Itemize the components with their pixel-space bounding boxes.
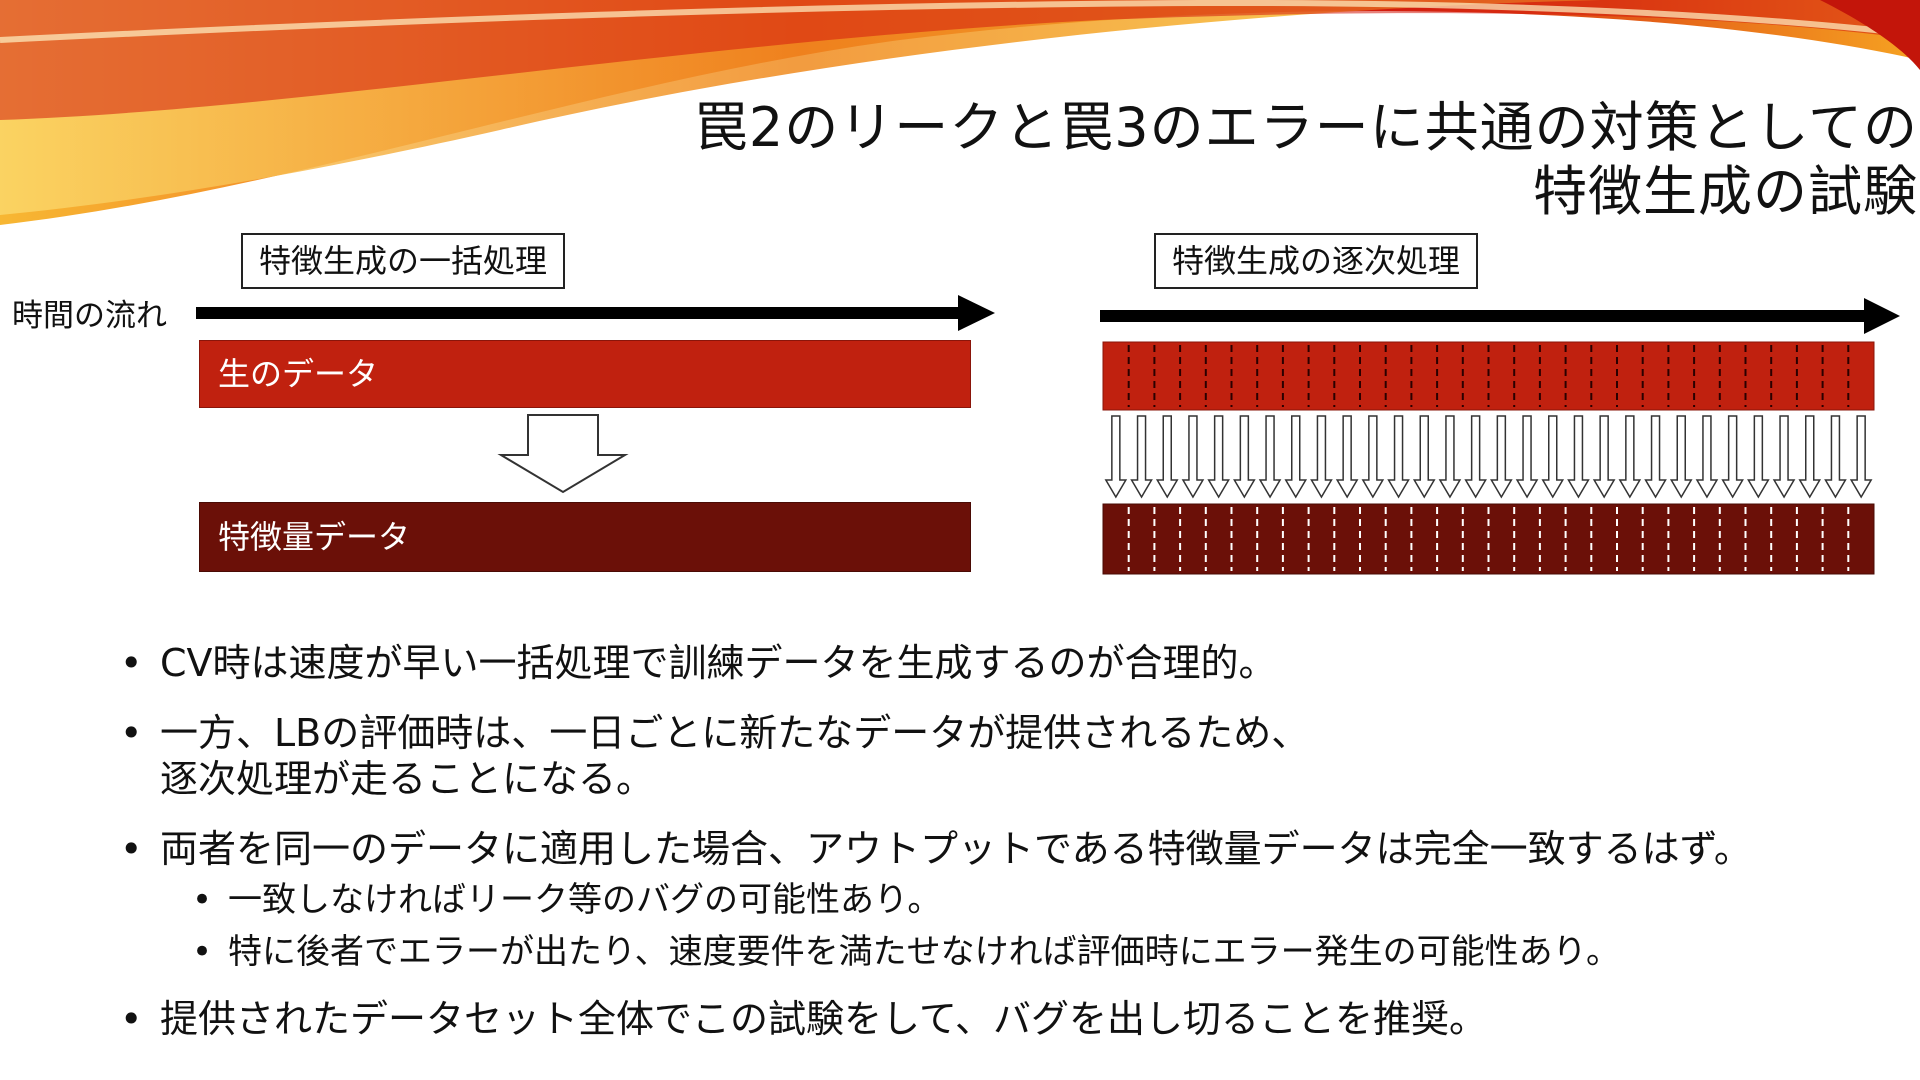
bullet-list: CV時は速度が早い一括処理で訓練データを生成するのが合理的。 一方、LBの評価時…: [120, 640, 1900, 1066]
chunk-transform-arrow: [1824, 415, 1847, 499]
chunk-transform-arrow: [1618, 415, 1642, 499]
bullet-item: 一方、LBの評価時は、一日ごとに新たなデータが提供されるため、 逐次処理が走るこ…: [120, 710, 1900, 802]
chunk-transform-arrow: [1669, 415, 1693, 499]
chunk-transform-arrow: [1747, 415, 1770, 499]
chunk-transform-arrow: [1567, 415, 1590, 499]
chunk-transform-arrow: [1130, 415, 1153, 499]
chunk-transform-arrow: [1721, 415, 1744, 499]
chunk-transform-arrow: [1258, 415, 1282, 499]
chunk-transform-arrow: [1490, 415, 1513, 499]
chunk-transform-arrow: [1310, 415, 1333, 499]
chunk-transform-arrow: [1207, 415, 1230, 499]
time-arrow-right-head: [1864, 298, 1900, 334]
sequential-feature-bar: [1102, 503, 1875, 575]
chunk-transform-arrow: [1387, 415, 1410, 499]
chunk-transform-arrow: [1155, 415, 1179, 499]
chunk-transform-arrow: [1233, 415, 1256, 499]
pipeline-diagram: [196, 295, 1900, 575]
time-arrow-left-head: [958, 295, 995, 331]
chunk-transform-arrow: [1181, 415, 1205, 499]
chunk-transform-arrow: [1695, 415, 1719, 499]
title-line-2: 特徴生成の試験: [1533, 160, 1918, 223]
time-flow-label: 時間の流れ: [12, 298, 167, 334]
chunk-transform-arrow: [1798, 415, 1822, 499]
slide-title: 罠2のリークと罠3のエラーに共通の対策としての 特徴生成の試験: [694, 96, 1918, 224]
chunk-transform-arrow: [1335, 415, 1359, 499]
chunk-transform-arrow: [1592, 415, 1616, 499]
chunk-transform-arrow: [1438, 415, 1462, 499]
sequential-chunk-dividers: [1127, 345, 1850, 571]
sequential-chunk-arrows: [1104, 415, 1873, 499]
sub-bullet-item: 一致しなければリーク等のバグの可能性あり。: [192, 878, 1900, 922]
header-swoosh-decoration: [0, 0, 1920, 225]
bullet-item: 提供されたデータセット全体でこの試験をして、バグを出し切ることを推奨。: [120, 996, 1900, 1042]
chunk-transform-arrow: [1515, 415, 1539, 499]
chunk-transform-arrow: [1104, 415, 1128, 499]
chunk-transform-arrow: [1464, 415, 1487, 499]
bullet-item: CV時は速度が早い一括処理で訓練データを生成するのが合理的。: [120, 640, 1900, 686]
chunk-transform-arrow: [1412, 415, 1436, 499]
batch-transform-arrow: [497, 414, 629, 494]
sub-bullet-item: 特に後者でエラーが出たり、速度要件を満たせなければ評価時にエラー発生の可能性あり…: [192, 930, 1900, 974]
chunk-transform-arrow: [1284, 415, 1308, 499]
chunk-transform-arrow: [1849, 415, 1873, 499]
title-line-1: 罠2のリークと罠3のエラーに共通の対策としての: [693, 96, 1918, 159]
chunk-transform-arrow: [1361, 415, 1385, 499]
chunk-transform-arrow: [1644, 415, 1667, 499]
chunk-transform-arrow: [1541, 415, 1565, 499]
bullet-item: 両者を同一のデータに適用した場合、アウトプットである特徴量データは完全一致するは…: [120, 826, 1900, 872]
batch-raw-data-bar: 生のデータ: [199, 340, 971, 408]
batch-feature-data-bar: 特徴量データ: [199, 502, 971, 572]
batch-processing-label: 特徴生成の一括処理: [241, 233, 566, 289]
sequential-processing-label: 特徴生成の逐次処理: [1154, 233, 1479, 289]
chunk-transform-arrow: [1772, 415, 1796, 499]
